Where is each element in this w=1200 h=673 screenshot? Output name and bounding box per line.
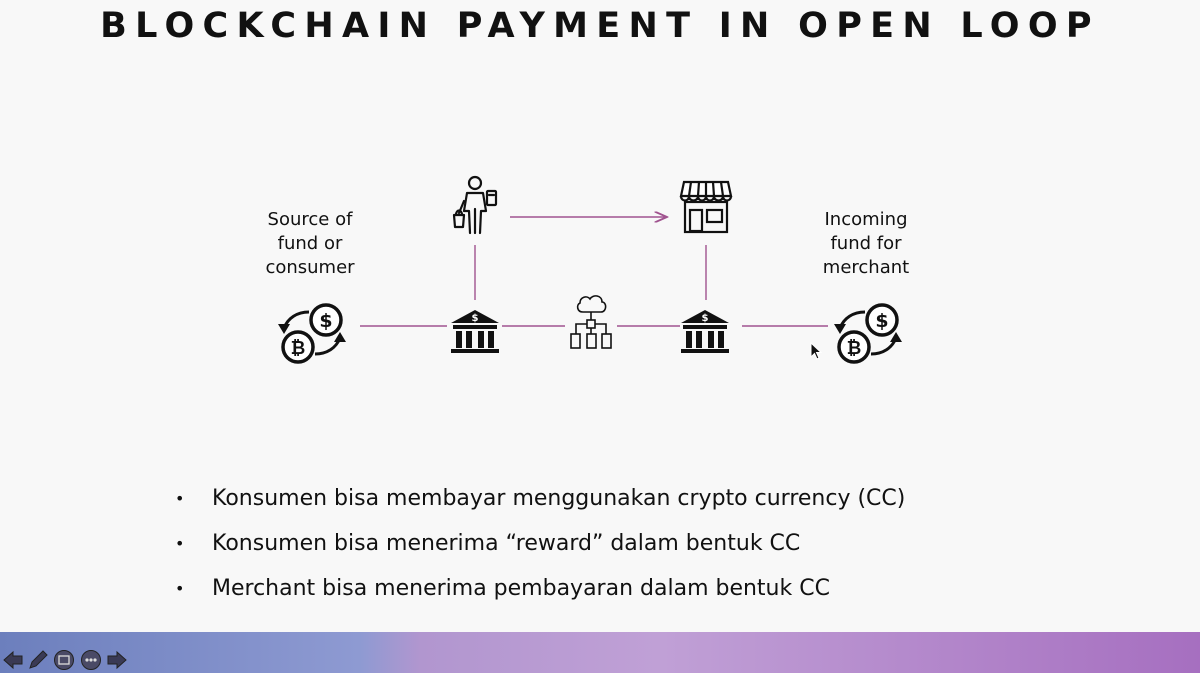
source-label-line-1: Source of [267, 209, 353, 230]
next-slide-icon[interactable] [106, 649, 128, 671]
source-label-line-3: consumer [265, 257, 355, 278]
merchant-label-line-3: merchant [822, 257, 910, 278]
bullet-text: Merchant bisa menerima pembayaran dalam … [212, 576, 830, 601]
bullet-text: Konsumen bisa menerima “reward” dalam be… [212, 531, 801, 556]
merchant-label-line-1: Incoming [824, 209, 908, 230]
flow-lines [360, 217, 828, 327]
slides-overview-icon[interactable] [53, 649, 75, 671]
source-of-fund-label: Source of fund or consumer [250, 208, 370, 280]
previous-slide-icon[interactable] [2, 649, 24, 671]
pen-icon[interactable] [27, 649, 49, 671]
more-options-icon[interactable] [80, 649, 102, 671]
mouse-cursor-icon [810, 341, 823, 360]
merchant-crypto-exchange-icon [832, 303, 904, 364]
source-crypto-exchange-icon [276, 303, 348, 364]
payment-flow-diagram: $ $ ₿ [276, 175, 904, 364]
presentation-slide: BLOCKCHAIN PAYMENT IN OPEN LOOP Source o… [100, 6, 1100, 601]
bullet-dot: • [175, 534, 185, 553]
consumer-icon [452, 175, 498, 235]
consumer-bank-icon [451, 310, 499, 353]
merchant-label-line-2: fund for [830, 233, 902, 254]
slide-title: BLOCKCHAIN PAYMENT IN OPEN LOOP [100, 6, 1100, 46]
source-label-line-2: fund or [277, 233, 343, 254]
bullet-dot: • [175, 579, 185, 598]
bullet-dot: • [175, 489, 185, 508]
incoming-fund-label: Incoming fund for merchant [806, 208, 926, 280]
cloud-network-icon [570, 295, 612, 349]
presentation-toolbar [0, 632, 1200, 673]
merchant-bank-icon [681, 310, 729, 353]
bullet-text: Konsumen bisa membayar menggunakan crypt… [212, 486, 906, 511]
store-icon [679, 180, 733, 234]
